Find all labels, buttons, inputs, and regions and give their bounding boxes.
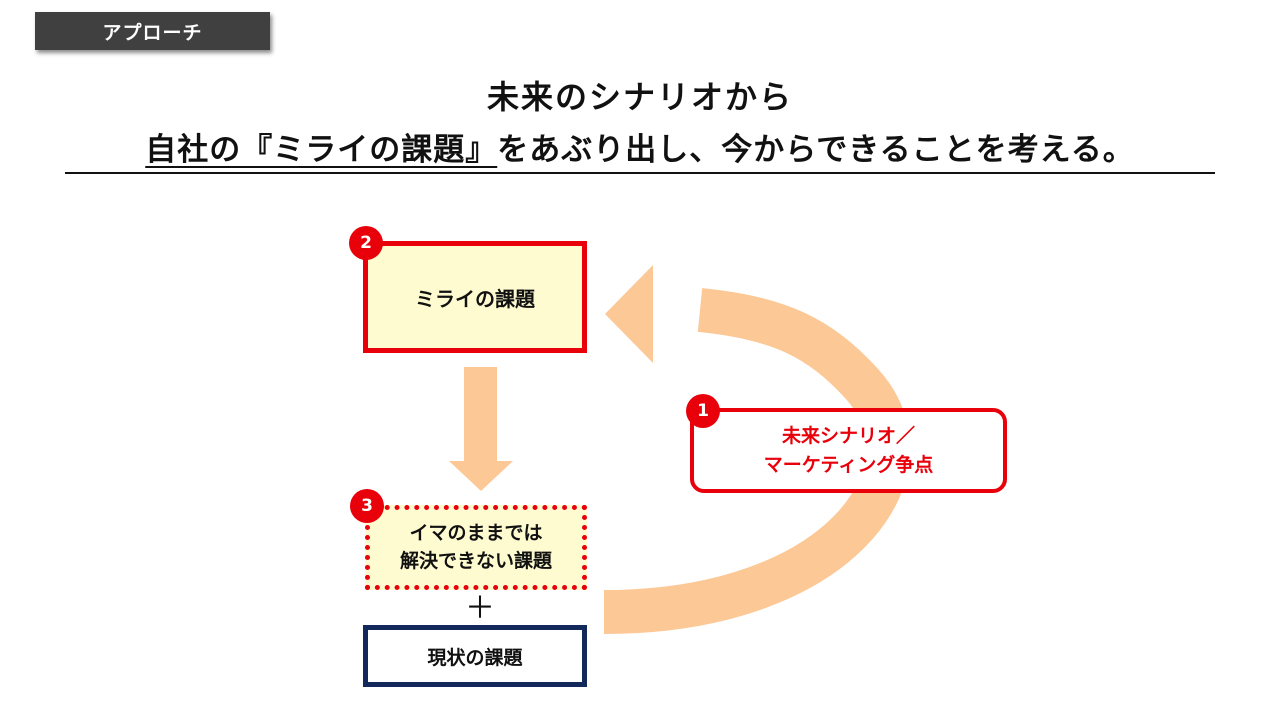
scenario-line1: 未来シナリオ／ <box>781 425 915 447</box>
curved-arrow-head <box>605 265 653 363</box>
plus-sign: ＋ <box>465 591 495 626</box>
down-arrow-shaft <box>464 367 497 462</box>
scenario-line2: マーケティング争点 <box>763 453 934 476</box>
future-issue-label: ミライの課題 <box>415 286 535 311</box>
unsolvable-issue-line1: イマのままでは <box>409 521 543 544</box>
page-title-line1: 未来のシナリオから <box>486 78 793 116</box>
page-title-line2: 自社の『ミライの課題』をあぶり出し、今からできることを考える。 <box>65 124 1215 174</box>
step-1-badge: 1 <box>686 394 720 428</box>
unsolvable-issue-box: イマのままでは 解決できない課題 <box>365 505 587 590</box>
down-arrow-head <box>449 461 513 491</box>
current-issue-box: 現状の課題 <box>363 625 587 687</box>
scenario-box: 未来シナリオ／ マーケティング争点 <box>690 408 1007 493</box>
approach-tag: アプローチ <box>35 12 270 50</box>
unsolvable-issue-line2: 解決できない課題 <box>399 549 552 572</box>
title-rest: をあぶり出し、今からできることを考える。 <box>497 132 1135 168</box>
current-issue-label: 現状の課題 <box>427 646 523 669</box>
step-2-badge: 2 <box>349 226 383 260</box>
future-issue-box: ミライの課題 <box>363 241 587 353</box>
step-3-badge: 3 <box>350 489 384 523</box>
title-highlight: 自社の『ミライの課題』 <box>145 132 498 168</box>
